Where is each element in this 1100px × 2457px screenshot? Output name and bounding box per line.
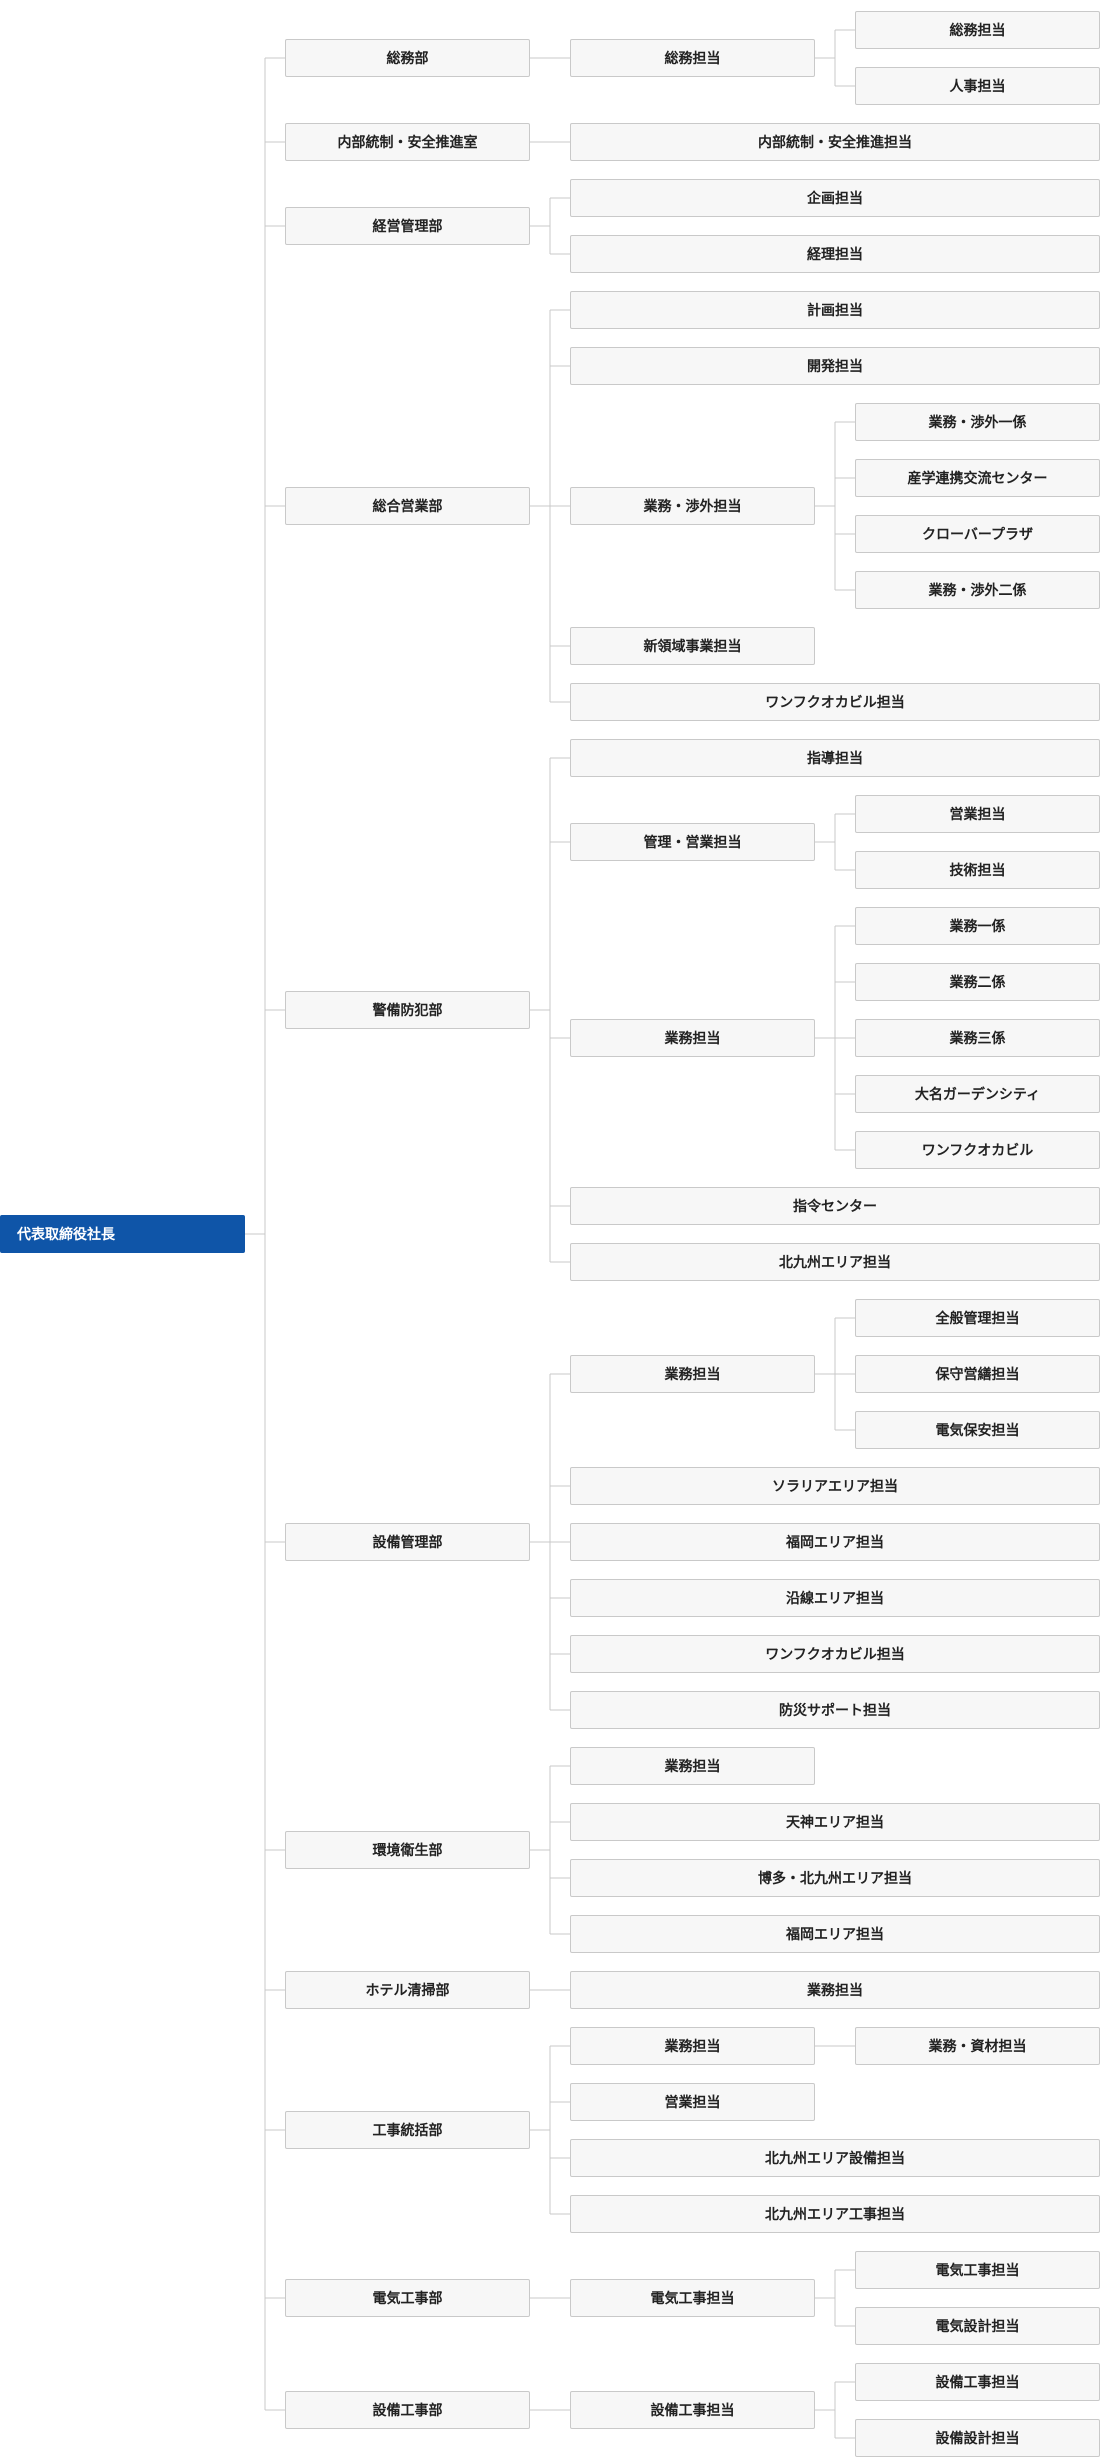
department-box: 電気工事部: [285, 2279, 530, 2317]
unit-box: 産学連携交流センター: [855, 459, 1100, 497]
unit-box: 業務・渉外一係: [855, 403, 1100, 441]
unit-box: 技術担当: [855, 851, 1100, 889]
section-box: 計画担当: [570, 291, 1100, 329]
department-box: 設備管理部: [285, 1523, 530, 1561]
section-box: 北九州エリア設備担当: [570, 2139, 1100, 2177]
section-box: 天神エリア担当: [570, 1803, 1100, 1841]
unit-box: 営業担当: [855, 795, 1100, 833]
unit-box: 業務三係: [855, 1019, 1100, 1057]
department-box: 総合営業部: [285, 487, 530, 525]
section-box: 博多・北九州エリア担当: [570, 1859, 1100, 1897]
section-box: 業務担当: [570, 1355, 815, 1393]
department-box: 経営管理部: [285, 207, 530, 245]
unit-box: 業務・渉外二係: [855, 571, 1100, 609]
unit-box: クローバープラザ: [855, 515, 1100, 553]
unit-box: 保守営繕担当: [855, 1355, 1100, 1393]
unit-box: 電気保安担当: [855, 1411, 1100, 1449]
section-box: 北九州エリア工事担当: [570, 2195, 1100, 2233]
section-box: 福岡エリア担当: [570, 1915, 1100, 1953]
department-box: 工事統括部: [285, 2111, 530, 2149]
section-box: 内部統制・安全推進担当: [570, 123, 1100, 161]
unit-box: 電気工事担当: [855, 2251, 1100, 2289]
unit-box: 設備設計担当: [855, 2419, 1100, 2457]
section-box: 設備工事担当: [570, 2391, 815, 2429]
section-box: 新領域事業担当: [570, 627, 815, 665]
section-box: 営業担当: [570, 2083, 815, 2121]
section-box: ワンフクオカビル担当: [570, 1635, 1100, 1673]
section-box: 業務担当: [570, 1971, 1100, 2009]
section-box: 業務担当: [570, 1747, 815, 1785]
department-box: 警備防犯部: [285, 991, 530, 1029]
section-box: 指令センター: [570, 1187, 1100, 1225]
unit-box: 大名ガーデンシティ: [855, 1075, 1100, 1113]
unit-box: 設備工事担当: [855, 2363, 1100, 2401]
unit-box: 業務二係: [855, 963, 1100, 1001]
department-box: ホテル清掃部: [285, 1971, 530, 2009]
section-box: 経理担当: [570, 235, 1100, 273]
section-box: 開発担当: [570, 347, 1100, 385]
unit-box: 業務・資材担当: [855, 2027, 1100, 2065]
section-box: 業務・渉外担当: [570, 487, 815, 525]
unit-box: 全般管理担当: [855, 1299, 1100, 1337]
section-box: 総務担当: [570, 39, 815, 77]
section-box: 業務担当: [570, 2027, 815, 2065]
unit-box: 総務担当: [855, 11, 1100, 49]
section-box: 電気工事担当: [570, 2279, 815, 2317]
section-box: 防災サポート担当: [570, 1691, 1100, 1729]
section-box: 指導担当: [570, 739, 1100, 777]
section-box: 企画担当: [570, 179, 1100, 217]
section-box: 沿線エリア担当: [570, 1579, 1100, 1617]
section-box: 福岡エリア担当: [570, 1523, 1100, 1561]
section-box: ワンフクオカビル担当: [570, 683, 1100, 721]
org-root-box: 代表取締役社長: [0, 1215, 245, 1253]
unit-box: 人事担当: [855, 67, 1100, 105]
department-box: 環境衛生部: [285, 1831, 530, 1869]
department-box: 設備工事部: [285, 2391, 530, 2429]
section-box: 北九州エリア担当: [570, 1243, 1100, 1281]
section-box: 管理・営業担当: [570, 823, 815, 861]
department-box: 内部統制・安全推進室: [285, 123, 530, 161]
unit-box: 業務一係: [855, 907, 1100, 945]
section-box: 業務担当: [570, 1019, 815, 1057]
unit-box: ワンフクオカビル: [855, 1131, 1100, 1169]
department-box: 総務部: [285, 39, 530, 77]
section-box: ソラリアエリア担当: [570, 1467, 1100, 1505]
unit-box: 電気設計担当: [855, 2307, 1100, 2345]
